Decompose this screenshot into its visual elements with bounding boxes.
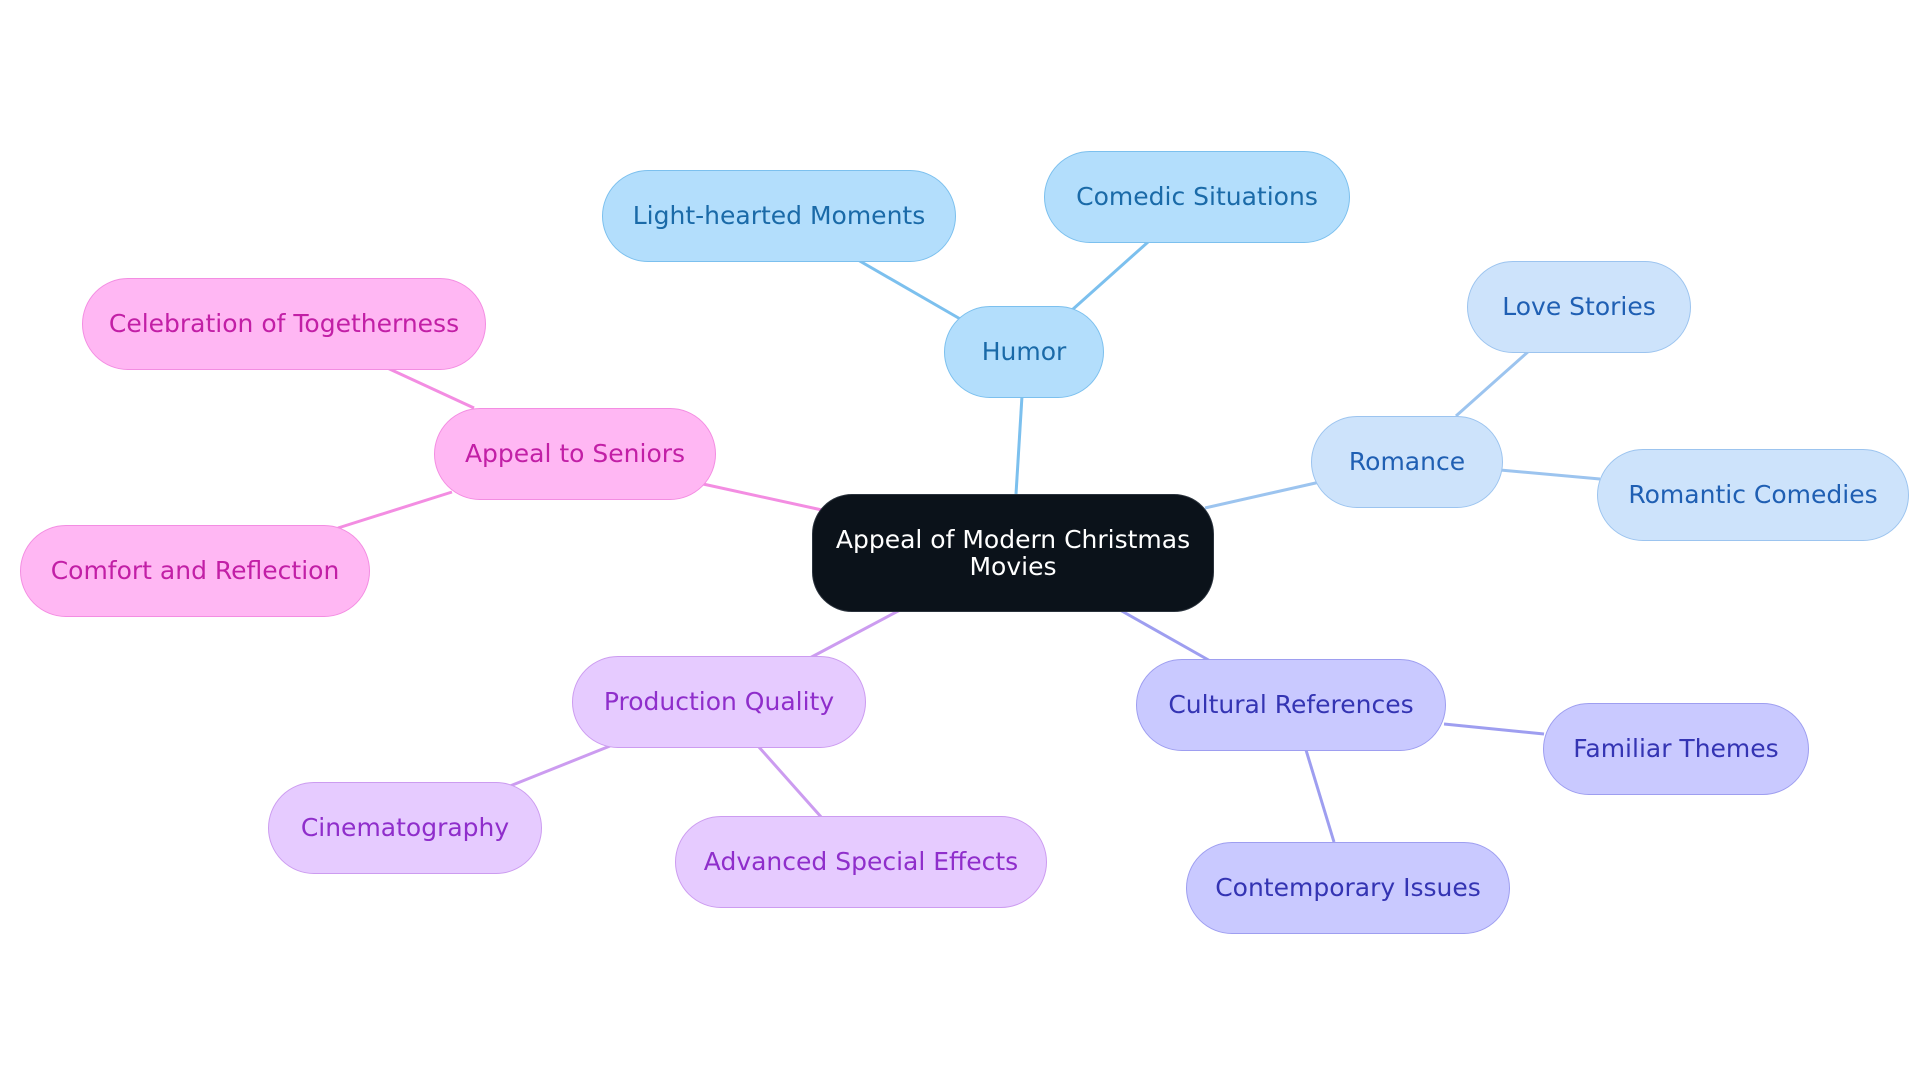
leaf-light-hearted-moments: Light-hearted Moments: [602, 170, 956, 262]
leaf-comedic-situations: Comedic Situations: [1044, 151, 1350, 243]
root-label: Appeal of Modern Christmas Movies: [835, 525, 1191, 581]
edge-seniors-comfort: [337, 490, 453, 530]
leaf-love-stories: Love Stories: [1467, 261, 1691, 353]
leaf-label: Celebration of Togetherness: [108, 309, 460, 339]
leaf-familiar-themes: Familiar Themes: [1543, 703, 1809, 795]
leaf-label: Cinematography: [300, 813, 510, 843]
edge-humor-lighthearted: [857, 258, 963, 322]
leaf-label: Romantic Comedies: [1628, 480, 1878, 510]
leaf-label: Contemporary Issues: [1215, 873, 1481, 903]
leaf-label: Light-hearted Moments: [632, 201, 926, 231]
edge-production-effects: [756, 745, 824, 819]
leaf-label: Advanced Special Effects: [703, 847, 1019, 877]
leaf-label: Familiar Themes: [1573, 734, 1779, 764]
branch-cultural-references: Cultural References: [1136, 659, 1446, 751]
branch-romance: Romance: [1311, 416, 1503, 508]
branch-humor-label: Humor: [981, 337, 1067, 367]
edge-cultural-contemporary: [1304, 749, 1336, 843]
edge-root-cultural: [1119, 608, 1213, 664]
leaf-romantic-comedies: Romantic Comedies: [1597, 449, 1909, 541]
leaf-comfort-and-reflection: Comfort and Reflection: [20, 525, 370, 617]
edge-root-humor: [1014, 395, 1024, 495]
branch-romance-label: Romance: [1348, 447, 1466, 477]
edge-romance-romcom: [1499, 468, 1601, 481]
edge-production-cinema: [509, 744, 611, 788]
branch-humor: Humor: [944, 306, 1104, 398]
root-node: Appeal of Modern Christmas Movies: [812, 494, 1214, 612]
leaf-celebration-of-togetherness: Celebration of Togetherness: [82, 278, 486, 370]
edge-romance-love: [1455, 348, 1531, 418]
branch-production-label: Production Quality: [603, 687, 835, 717]
branch-production-quality: Production Quality: [572, 656, 866, 748]
edge-root-romance: [1204, 480, 1321, 510]
leaf-label: Comfort and Reflection: [50, 556, 340, 586]
leaf-label: Comedic Situations: [1076, 182, 1318, 212]
edge-humor-comedic: [1070, 240, 1150, 312]
edge-seniors-together: [382, 364, 475, 410]
edge-root-seniors: [702, 482, 823, 512]
branch-seniors-label: Appeal to Seniors: [464, 439, 686, 469]
leaf-label: Love Stories: [1502, 292, 1656, 322]
branch-appeal-to-seniors: Appeal to Seniors: [434, 408, 716, 500]
edge-cultural-familiar: [1443, 722, 1545, 736]
leaf-advanced-special-effects: Advanced Special Effects: [675, 816, 1047, 908]
branch-cultural-label: Cultural References: [1168, 690, 1414, 720]
leaf-contemporary-issues: Contemporary Issues: [1186, 842, 1510, 934]
edge-root-production: [805, 608, 901, 662]
leaf-cinematography: Cinematography: [268, 782, 542, 874]
